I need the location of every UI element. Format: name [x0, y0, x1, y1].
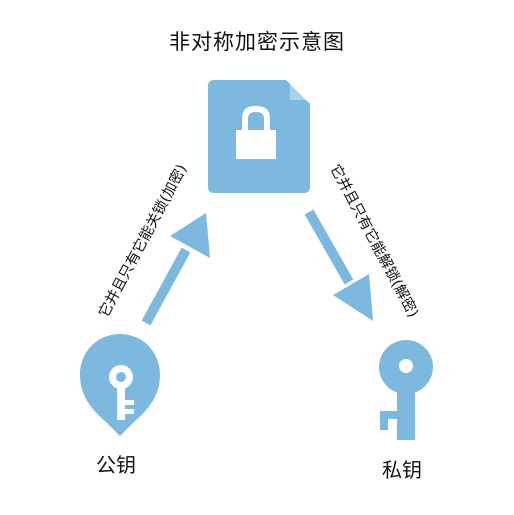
public-key-icon [80, 334, 160, 436]
private-key-label: 私钥 [382, 458, 422, 482]
public-key-label: 公钥 [96, 453, 136, 477]
private-key-icon [379, 340, 433, 440]
encrypt-arrow [141, 213, 210, 326]
locked-document-icon [208, 80, 310, 193]
diagram-title: 非对称加密示意图 [169, 30, 345, 54]
decrypt-arrow [304, 209, 373, 321]
